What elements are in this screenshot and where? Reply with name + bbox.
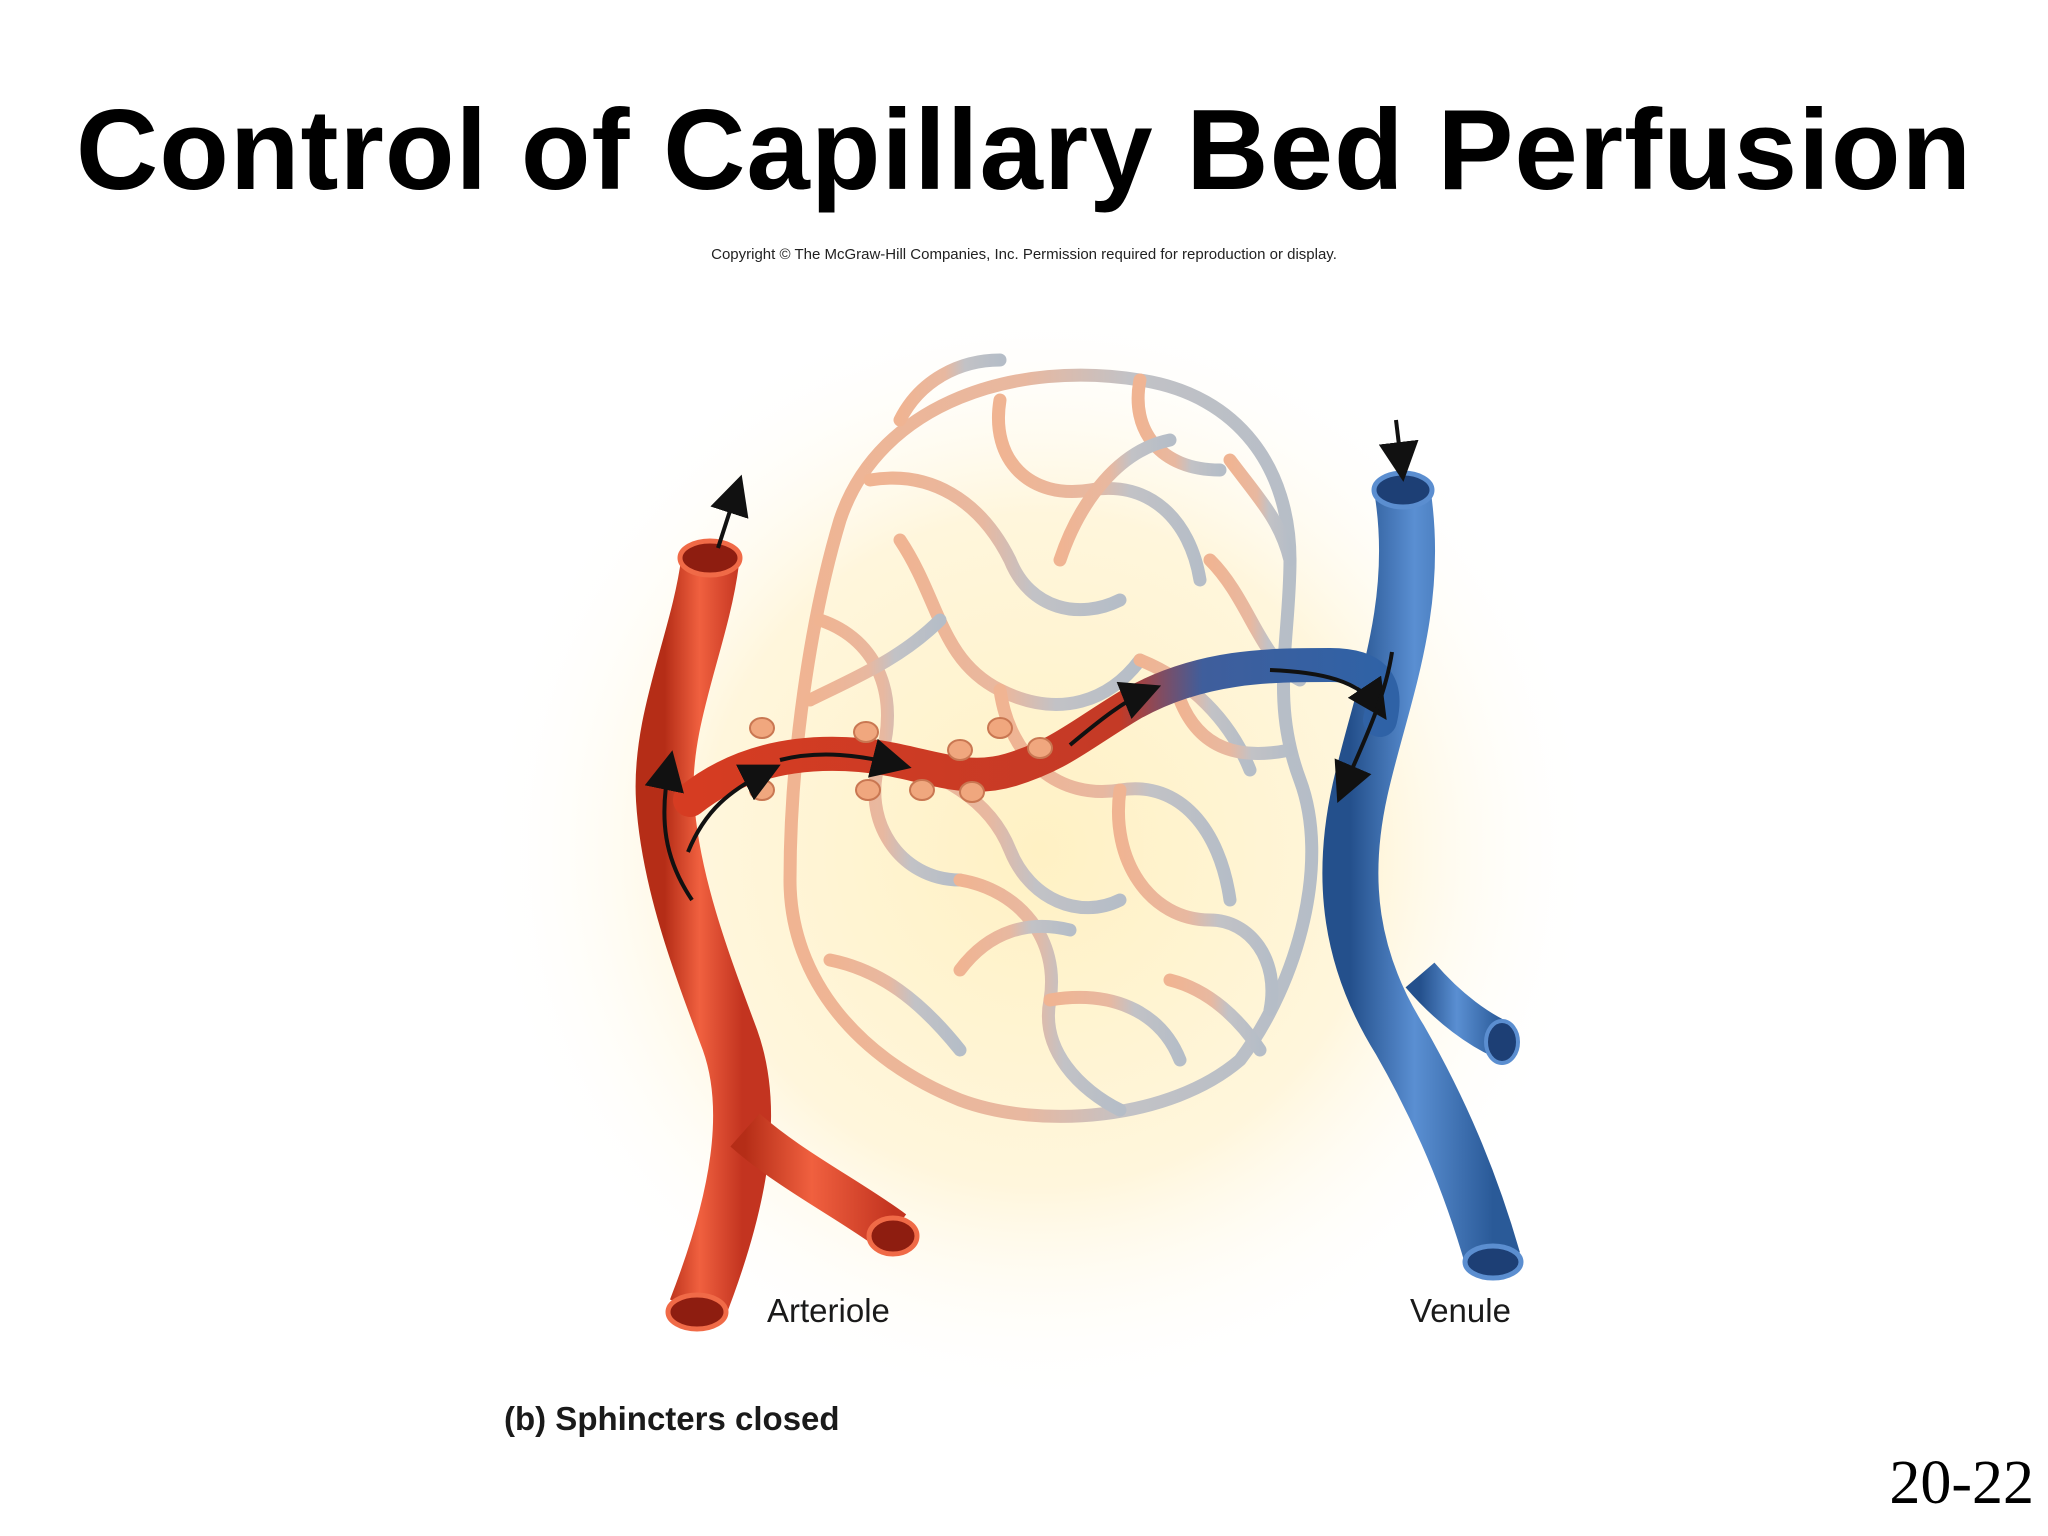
figure-caption: (b) Sphincters closed — [504, 1400, 840, 1437]
flow-arrow-icon — [686, 764, 781, 853]
arteriole-label: Arteriole — [767, 1292, 890, 1329]
sphincter — [749, 779, 775, 801]
sphincter — [855, 779, 881, 801]
arteriole — [635, 538, 920, 1332]
sphincter — [1027, 737, 1053, 759]
copyright-notice: Copyright © The McGraw-Hill Companies, I… — [711, 246, 1337, 263]
flow-arrow-icon — [1334, 651, 1394, 804]
arteriole-opening-side — [866, 1215, 920, 1257]
flow-arrow-icon — [1269, 668, 1387, 720]
sphincter — [909, 779, 935, 801]
sphincter — [959, 781, 985, 803]
sphincter — [853, 721, 879, 743]
arteriole-opening-top — [677, 538, 743, 578]
slide-number: 20-22 — [1889, 1449, 2034, 1517]
sphincter — [987, 717, 1013, 739]
flow-arrow-icon — [1068, 681, 1162, 747]
venule-opening-top — [1371, 470, 1435, 510]
sphincter — [947, 739, 973, 761]
arteriole-opening-bottom — [665, 1292, 729, 1332]
venule-label: Venule — [1410, 1292, 1511, 1329]
flow-arrow-icon — [1378, 419, 1419, 482]
venule-opening-side — [1484, 1019, 1520, 1065]
flow-arrows — [644, 419, 1419, 902]
slide-title: Control of Capillary Bed Perfusion — [75, 87, 1973, 214]
flow-arrow-icon — [779, 738, 912, 778]
precapillary-sphincters — [749, 717, 1053, 803]
venule-opening-bottom — [1462, 1243, 1524, 1281]
sphincter — [749, 717, 775, 739]
flow-arrow-icon — [644, 750, 694, 902]
flow-arrow-icon — [710, 474, 749, 549]
